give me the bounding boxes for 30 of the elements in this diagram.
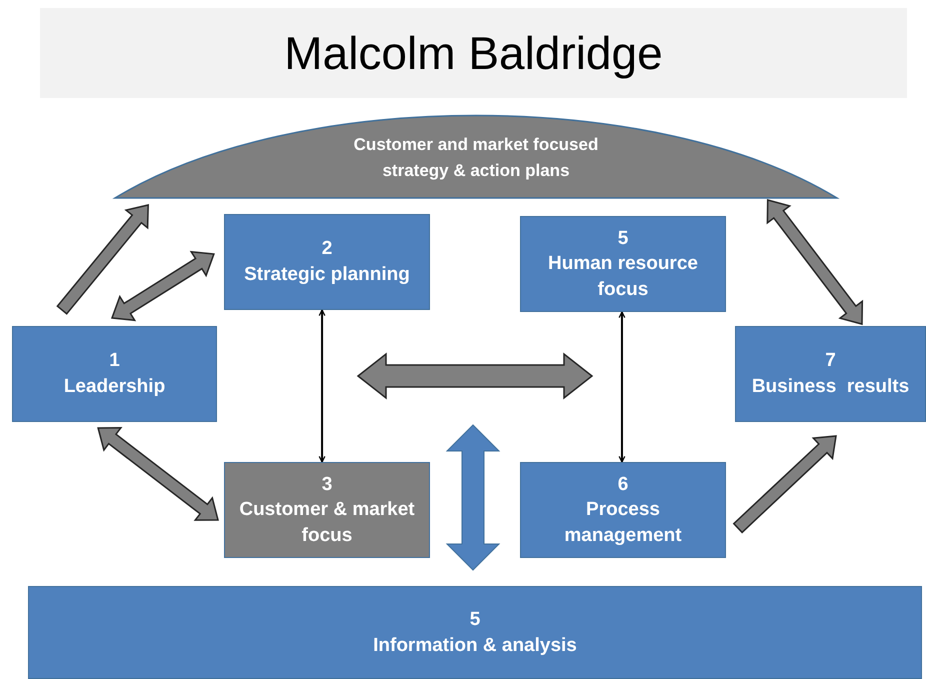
node-number: 5 [618,226,628,251]
arrow [618,311,626,463]
node-number: 2 [322,237,332,262]
node-label: Process management [563,498,683,548]
node-label: Strategic planning [244,263,410,287]
node-label: Leadership [64,375,166,399]
block-arrow [732,435,837,534]
node-number: 7 [825,349,836,374]
node-label: Business results [752,375,910,399]
block-arrow [97,427,219,521]
node-number: 5 [470,608,480,632]
arrow [318,309,326,463]
process-box [12,326,217,422]
node-number: 3 [322,472,332,497]
node-label: Customer & market focus [238,498,416,548]
node-label: Human resource focus [547,252,699,302]
process-box [520,462,726,558]
process-box [28,586,922,679]
block-arrow [56,204,149,315]
process-box [224,462,430,558]
block-arrow [766,199,864,326]
node-number: 1 [109,349,120,374]
process-box [735,326,926,422]
process-box [520,216,726,312]
process-box [224,214,430,310]
node-label: Information & analysis [373,634,577,658]
node-label: Customer and market focused strategy & action plans [352,134,600,182]
title: Malcolm Baldridge [40,8,907,98]
node-number: 6 [618,472,628,497]
block-arrow [110,250,215,322]
